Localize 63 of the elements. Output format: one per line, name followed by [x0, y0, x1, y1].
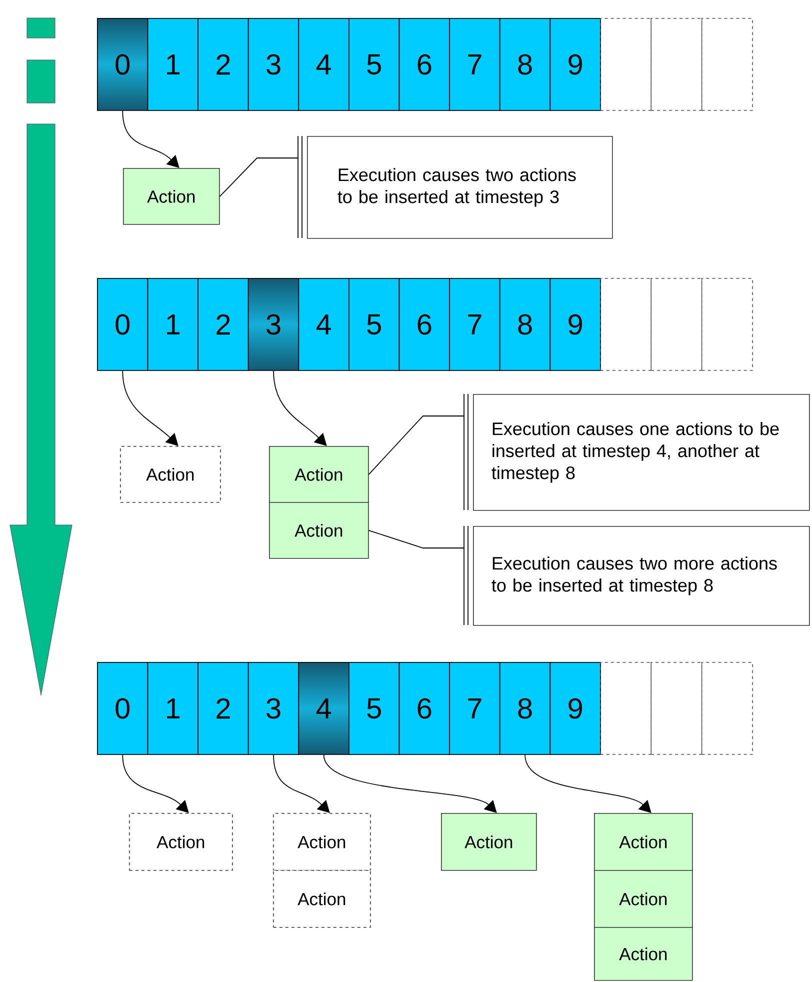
empty-slot [600, 278, 652, 371]
empty-slot [650, 278, 702, 371]
timestep-cell: 1 [147, 278, 198, 371]
timestep-cell: 3 [248, 18, 300, 111]
empty-slot [600, 662, 652, 755]
note-box: Execution causes two actions to be inserted at timestep 3 [298, 136, 613, 239]
timestep-cell: 4 [298, 18, 350, 111]
timestep-cell: 8 [499, 662, 551, 755]
curved-arrow [524, 754, 652, 813]
curved-arrow [122, 754, 189, 813]
timestep-cell: 8 [499, 278, 551, 371]
timestep-cell: 5 [348, 18, 400, 111]
timestep-cell: 5 [348, 662, 400, 755]
timestep-cell: 8 [499, 18, 551, 111]
leader-line [368, 416, 464, 475]
removed-action-box: Action [273, 870, 371, 928]
timestep-cell: 9 [550, 18, 601, 111]
timestep-cell: 2 [198, 662, 249, 755]
timestep-cell: 2 [198, 278, 249, 371]
note-box: Execution causes two more actions to be inserted at timestep 8 [464, 526, 810, 626]
action-box: Action [269, 446, 369, 503]
removed-action-box: Action [129, 813, 233, 871]
action-box: Action [594, 813, 693, 871]
timestep-cell: 6 [398, 662, 450, 755]
removed-action-box: Action [273, 813, 371, 871]
timestep-cell: 2 [198, 18, 249, 111]
timestep-cell: 4 [298, 278, 350, 371]
timestep-cell: 7 [449, 278, 500, 371]
action-box: Action [441, 813, 537, 871]
note-box: Execution causes one actions to be inserted at timestep 4, another at timestep 8 [464, 394, 810, 511]
timestep-cell: 6 [398, 18, 450, 111]
curved-arrow [273, 754, 330, 813]
empty-slot [701, 662, 753, 755]
leader-line [368, 530, 464, 548]
action-box: Action [269, 502, 369, 559]
current-timestep-cell: 0 [97, 18, 148, 111]
timestep-cell: 9 [550, 278, 601, 371]
curved-arrow [273, 370, 327, 446]
timestep-cell: 3 [248, 662, 300, 755]
curved-arrow [122, 370, 178, 446]
timestep-cell: 1 [147, 18, 198, 111]
current-timestep-cell: 3 [248, 278, 300, 371]
empty-slot [701, 18, 753, 111]
curved-arrow [323, 754, 497, 813]
empty-slot [701, 278, 753, 371]
timestep-cell: 6 [398, 278, 450, 371]
leader-line [219, 158, 298, 197]
timestep-cell: 0 [97, 278, 148, 371]
timestep-cell: 7 [449, 18, 500, 111]
action-box: Action [594, 927, 693, 981]
empty-slot [650, 18, 702, 111]
empty-slot [650, 662, 702, 755]
action-box: Action [594, 870, 693, 928]
timestep-cell: 5 [348, 278, 400, 371]
timestep-cell: 1 [147, 662, 198, 755]
removed-action-box: Action [120, 446, 221, 503]
timestep-cell: 7 [449, 662, 500, 755]
action-box: Action [123, 168, 220, 225]
current-timestep-cell: 4 [298, 662, 350, 755]
timestep-cell: 0 [97, 662, 148, 755]
empty-slot [600, 18, 652, 111]
timestep-cell: 9 [550, 662, 601, 755]
curved-arrow [122, 110, 180, 168]
